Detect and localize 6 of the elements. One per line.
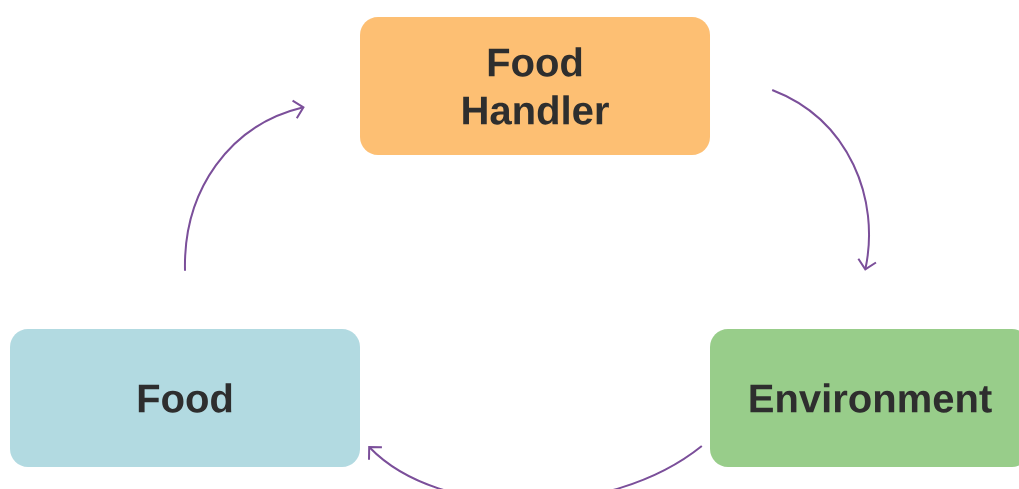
process-box: Food	[10, 329, 360, 467]
process-box: Food Handler	[360, 17, 710, 155]
process-box: Environment	[710, 329, 1019, 467]
curved-arrow	[771, 89, 877, 271]
curved-arrow	[184, 99, 305, 272]
curved-arrow	[368, 445, 703, 489]
